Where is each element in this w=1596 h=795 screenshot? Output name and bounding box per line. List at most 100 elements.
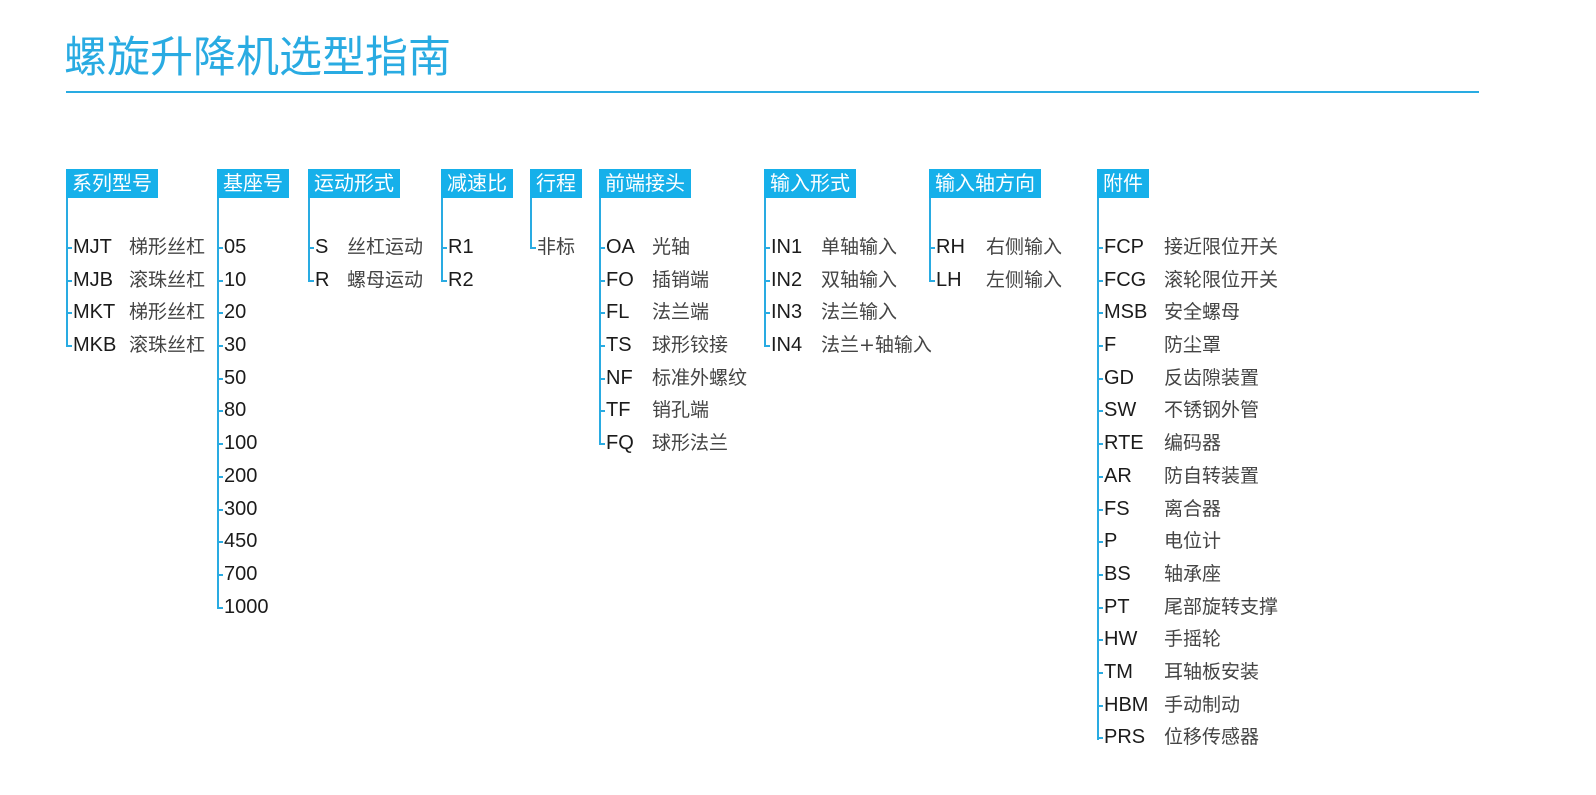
- option-description: 尾部旋转支撑: [1164, 595, 1279, 618]
- option-code: 80: [224, 399, 247, 422]
- option-code: MSB: [1104, 301, 1148, 324]
- option-code: TS: [606, 334, 632, 357]
- option-code: R1: [448, 236, 474, 258]
- group-header: 附件: [1097, 169, 1149, 198]
- option-item: SW 不锈钢外管: [1097, 394, 1278, 427]
- option-code: IN1: [771, 236, 803, 258]
- connector-line: [530, 169, 532, 249]
- option-code: HW: [1104, 628, 1138, 651]
- option-item: FCG 滚轮限位开关: [1097, 264, 1278, 297]
- option-code: TM: [1104, 660, 1133, 683]
- option-code: RTE: [1104, 432, 1144, 455]
- option-item: AR 防自转装置: [1097, 460, 1278, 493]
- option-item: FO 插销端: [599, 264, 747, 297]
- option-description: 接近限位开关: [1164, 236, 1279, 258]
- option-item: RTE 编码器: [1097, 427, 1278, 460]
- connector-line: [599, 169, 601, 446]
- option-item: 300: [217, 493, 269, 526]
- option-code: FCG: [1104, 268, 1147, 291]
- option-code: 1000: [224, 595, 269, 618]
- option-description: 右侧输入: [986, 236, 1063, 258]
- group-header: 输入轴方向: [929, 169, 1041, 198]
- option-description: 手动制动: [1164, 693, 1241, 716]
- option-description: 防自转装置: [1164, 464, 1260, 487]
- option-description: 左侧输入: [986, 268, 1063, 291]
- option-code: OA: [606, 236, 635, 258]
- option-description: 防尘罩: [1164, 334, 1222, 357]
- option-item: IN4 法兰+轴输入: [764, 329, 932, 362]
- option-code: IN4: [771, 334, 803, 357]
- option-item: R2: [441, 264, 474, 297]
- option-description: 耳轴板安装: [1164, 660, 1260, 683]
- option-code: AR: [1104, 464, 1132, 487]
- option-code: IN3: [771, 301, 803, 324]
- group-stroke: 行程非标: [530, 169, 582, 258]
- option-item: 30: [217, 329, 269, 362]
- group-header: 基座号: [217, 169, 289, 198]
- option-description: 梯形丝杠: [129, 236, 206, 258]
- option-code: RH: [936, 236, 965, 258]
- option-item: F 防尘罩: [1097, 329, 1278, 362]
- option-code: MKT: [73, 301, 116, 324]
- option-code: IN2: [771, 268, 803, 291]
- option-item: 非标: [530, 231, 575, 264]
- option-item: 450: [217, 525, 269, 558]
- option-code: S: [315, 236, 329, 258]
- option-description: 滚珠丝杠: [129, 334, 206, 357]
- option-item: 80: [217, 394, 269, 427]
- option-code: F: [1104, 334, 1117, 357]
- option-code: 450: [224, 530, 258, 553]
- option-code: R: [315, 268, 330, 291]
- option-code: 300: [224, 497, 258, 520]
- option-code: FO: [606, 268, 634, 291]
- page-title: 螺旋升降机选型指南: [64, 33, 451, 83]
- group-header: 系列型号: [66, 169, 158, 198]
- option-code: FL: [606, 301, 630, 324]
- option-description: 编码器: [1164, 432, 1222, 455]
- option-description: 插销端: [652, 268, 710, 291]
- connector-line: [1097, 169, 1099, 740]
- option-item: IN1 单轴输入: [764, 231, 932, 264]
- connector-line: [66, 169, 68, 348]
- connector-line: [308, 169, 310, 282]
- title-underline: [66, 91, 1479, 93]
- option-description: 不锈钢外管: [1164, 399, 1260, 422]
- group-header: 行程: [530, 169, 582, 198]
- option-code: BS: [1104, 562, 1131, 585]
- option-description: 螺母运动: [347, 268, 424, 291]
- option-description: 单轴输入: [821, 236, 898, 258]
- group-header: 减速比: [441, 169, 513, 198]
- option-description: 标准外螺纹: [652, 366, 748, 389]
- group-header: 运动形式: [308, 169, 400, 198]
- option-code: 100: [224, 432, 258, 455]
- option-description: 滚珠丝杠: [129, 268, 206, 291]
- connector-line: [764, 169, 766, 348]
- option-description: 法兰端: [652, 301, 710, 324]
- option-description: 滚轮限位开关: [1164, 268, 1279, 291]
- option-item: 200: [217, 460, 269, 493]
- option-item: 20: [217, 296, 269, 329]
- option-description: 法兰+轴输入: [821, 334, 932, 357]
- option-code: SW: [1104, 399, 1137, 422]
- option-code: 20: [224, 301, 247, 324]
- option-item: R 螺母运动: [308, 264, 423, 297]
